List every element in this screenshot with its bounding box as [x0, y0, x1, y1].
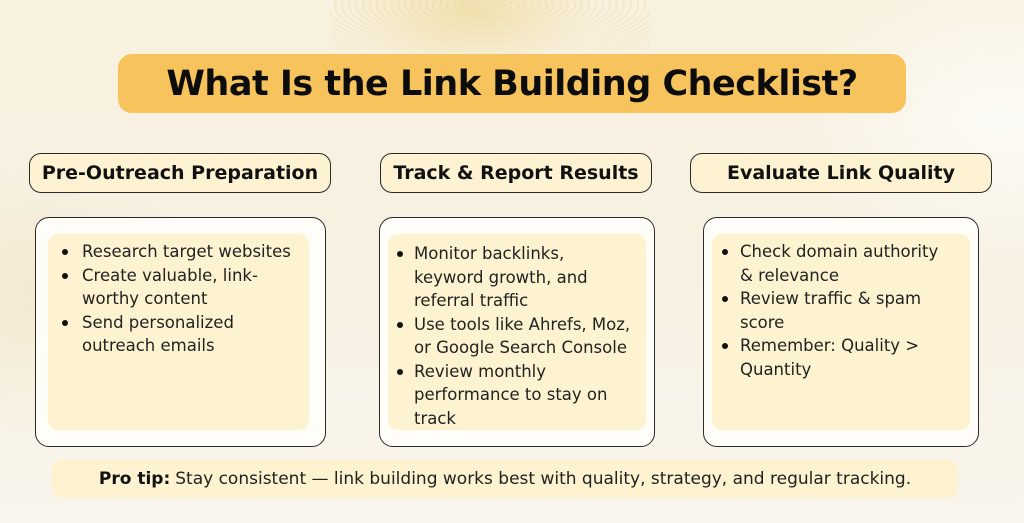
checklist: Monitor backlinks, keyword growth, and r… — [388, 242, 646, 430]
bullet-icon — [722, 296, 728, 302]
list-item: Create valuable, link-worthy content — [48, 264, 309, 311]
column-header-pre-outreach: Pre-Outreach Preparation — [29, 153, 331, 193]
column-header-evaluate-quality: Evaluate Link Quality — [690, 153, 992, 193]
column-header-track-report: Track & Report Results — [380, 153, 652, 193]
column-content: Check domain authority & relevance Revie… — [712, 234, 970, 430]
pro-tip-text: Stay consistent — link building works be… — [175, 469, 912, 489]
list-item: Review traffic & spam score — [712, 287, 970, 334]
list-item: Review monthly performance to stay on tr… — [388, 360, 646, 431]
list-item: Research target websites — [48, 240, 309, 264]
column-card-track-report: Monitor backlinks, keyword growth, and r… — [379, 217, 655, 447]
pro-tip-label: Pro tip: — [98, 469, 171, 489]
background-contour-decoration — [330, 0, 650, 50]
bullet-icon — [722, 343, 728, 349]
list-item: Check domain authority & relevance — [712, 240, 970, 287]
bullet-icon — [62, 249, 68, 255]
list-item: Remember: Quality > Quantity — [712, 334, 970, 381]
bullet-icon — [62, 272, 68, 279]
page-title: What Is the Link Building Checklist? — [166, 63, 858, 104]
column-content: Monitor backlinks, keyword growth, and r… — [388, 234, 646, 430]
checklist: Check domain authority & relevance Revie… — [712, 240, 970, 381]
bullet-icon — [722, 249, 728, 255]
pro-tip-banner: Pro tip: Stay consistent — link building… — [52, 460, 958, 498]
column-content: Research target websites Create valuable… — [48, 234, 309, 430]
list-item: Send personalized outreach emails — [48, 311, 309, 358]
list-item: Monitor backlinks, keyword growth, and r… — [388, 242, 646, 313]
column-card-pre-outreach: Research target websites Create valuable… — [35, 217, 326, 447]
bullet-icon — [397, 251, 403, 257]
column-card-evaluate-quality: Check domain authority & relevance Revie… — [703, 217, 979, 447]
bullet-icon — [397, 368, 403, 375]
checklist: Research target websites Create valuable… — [48, 240, 309, 358]
bullet-icon — [397, 321, 403, 328]
bullet-icon — [62, 319, 68, 326]
list-item: Use tools like Ahrefs, Moz, or Google Se… — [388, 313, 646, 360]
title-banner: What Is the Link Building Checklist? — [118, 54, 906, 113]
